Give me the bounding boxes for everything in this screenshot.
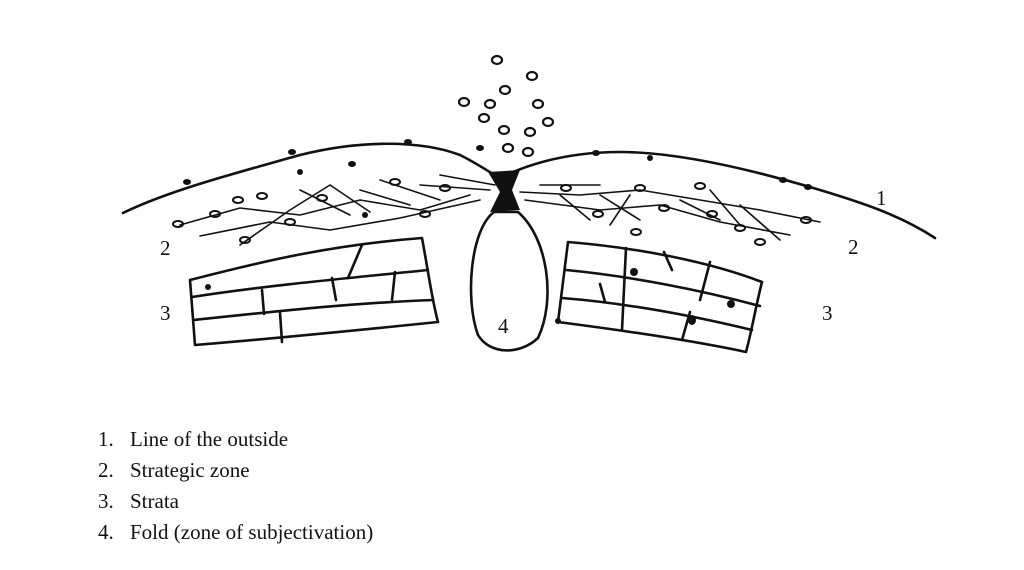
strategic-zone-lines-left <box>179 174 496 246</box>
legend-number: 1. <box>98 427 114 451</box>
legend-text: Strategic zone <box>130 458 250 482</box>
strata-left <box>188 236 440 347</box>
legend-number: 3. <box>98 489 114 513</box>
fold-diagram: 1 2 2 3 3 4 <box>121 54 937 354</box>
legend-number: 2. <box>98 458 114 482</box>
emerging-particles <box>457 54 555 158</box>
legend-item: 4. Fold (zone of subjectivation) <box>98 517 373 548</box>
label-outside-line: 1 <box>876 186 887 210</box>
legend-text: Line of the outside <box>130 427 289 451</box>
legend-item: 3. Strata <box>98 486 373 517</box>
label-strata-right: 3 <box>822 301 833 325</box>
legend-item: 1. Line of the outside <box>98 424 373 455</box>
label-strata-left: 3 <box>160 301 171 325</box>
legend-text: Strata <box>130 489 179 513</box>
legend-number: 4. <box>98 520 114 544</box>
fold-neck <box>488 170 520 212</box>
dots <box>183 139 812 325</box>
strata-right <box>556 240 764 354</box>
strategic-zone-particles <box>172 178 812 246</box>
legend-text: Fold (zone of subjectivation) <box>130 520 374 544</box>
label-strategic-right: 2 <box>848 235 859 259</box>
label-fold: 4 <box>498 314 509 338</box>
fold-oval <box>469 210 549 352</box>
legend: 1. Line of the outside 2. Strategic zone 3… <box>98 424 373 548</box>
strategic-zone-lines-right <box>519 184 821 241</box>
label-strategic-left: 2 <box>160 236 171 260</box>
legend-item: 2. Strategic zone <box>98 455 373 486</box>
